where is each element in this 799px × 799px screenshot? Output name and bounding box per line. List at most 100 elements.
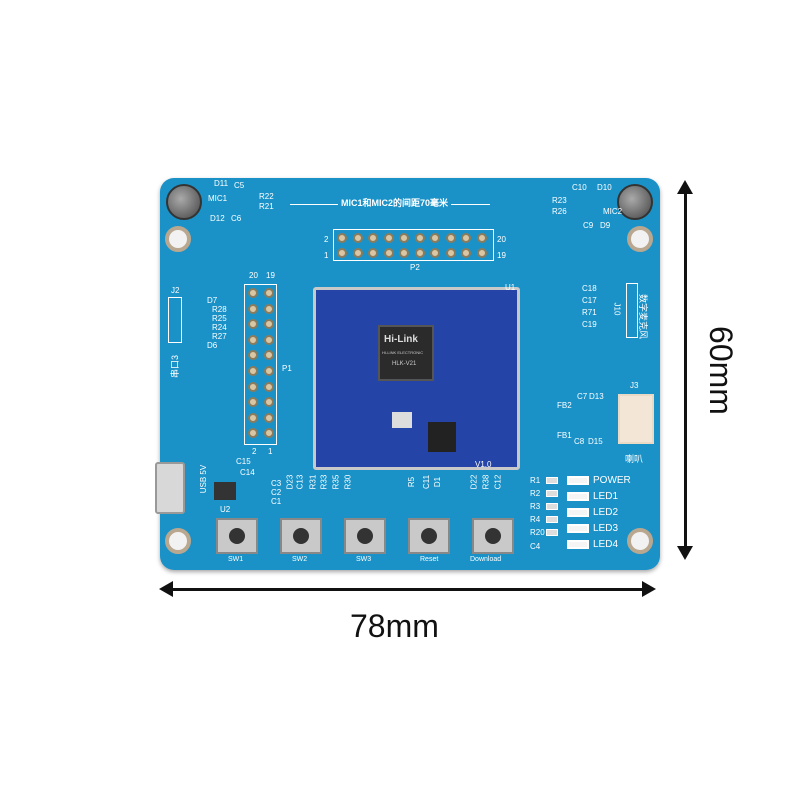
resistor — [546, 516, 558, 523]
silk-label: C3 — [271, 479, 282, 488]
silk-label: J2 — [171, 286, 180, 295]
mic-spacing-label: MIC1和MIC2的间距70毫米 — [338, 199, 452, 208]
button-5-button[interactable] — [472, 518, 514, 554]
uart3-label: 串口3 — [170, 354, 181, 379]
silk-label: 1 — [268, 447, 273, 456]
silk-label: 19 — [266, 271, 275, 280]
silk-label: MIC2 — [603, 207, 623, 216]
button-1-button[interactable] — [216, 518, 258, 554]
silk-label: 2 — [252, 447, 257, 456]
button-label: SW2 — [292, 556, 308, 563]
silk-label: R1 — [530, 476, 541, 485]
module-ic — [428, 422, 456, 452]
header-pin — [248, 412, 258, 423]
header-pin — [414, 233, 425, 243]
header-pin — [461, 233, 471, 243]
silk-label: R35 — [331, 474, 341, 490]
header-pin — [248, 303, 258, 314]
silk-label: D13 — [589, 392, 604, 401]
header-pin — [248, 428, 258, 439]
silk-label: D15 — [588, 437, 603, 446]
silk-label: R27 — [212, 332, 227, 341]
silk-label: R30 — [343, 474, 353, 490]
silk-label: C12 — [493, 474, 503, 490]
led-indicator — [567, 524, 589, 533]
silk-label: R2 — [530, 489, 541, 498]
mounting-hole — [165, 226, 191, 252]
header-pin — [337, 233, 347, 243]
silk-label: C11 — [422, 474, 432, 490]
header-pin — [264, 303, 274, 314]
silk-label: R31 — [308, 474, 318, 490]
header-pin — [445, 248, 456, 258]
silk-label: R3 — [530, 502, 541, 511]
header-pin — [264, 366, 274, 376]
chip-sub: HI-LINK ELECTRONIC — [382, 350, 424, 355]
header-pin — [383, 248, 394, 258]
silk-label: FB2 — [557, 401, 572, 410]
silk-label: R26 — [552, 207, 567, 216]
header-pin — [368, 233, 378, 243]
silk-label: C15 — [236, 457, 251, 466]
silk-label: D23 — [285, 474, 295, 490]
led-indicator — [567, 508, 589, 517]
width-dimension-line — [165, 588, 650, 591]
header-pin — [264, 288, 274, 298]
button-label: Reset — [420, 556, 439, 563]
header-pin — [248, 366, 258, 376]
silk-label: R38 — [481, 474, 491, 490]
led-label: LED4 — [593, 539, 619, 550]
p2-header — [333, 229, 494, 261]
header-pin — [383, 233, 394, 243]
led-label: LED1 — [593, 491, 619, 502]
silk-label: J10 — [612, 302, 622, 316]
header-pin — [337, 248, 347, 258]
silk-label: C19 — [582, 320, 597, 329]
digital-mic-label: 数字麦克风 — [638, 293, 649, 340]
silk-label: R25 — [212, 314, 227, 323]
button-3-button[interactable] — [344, 518, 386, 554]
header-pin — [461, 248, 471, 258]
silk-label: R71 — [582, 308, 597, 317]
silk-label: C13 — [295, 474, 305, 490]
mic1-microphone — [166, 184, 202, 220]
width-dimension-label: 78mm — [350, 608, 439, 644]
button-4-button[interactable] — [408, 518, 450, 554]
header-pin — [430, 233, 440, 243]
resistor — [546, 490, 558, 497]
silk-label: C14 — [240, 468, 255, 477]
button-2-button[interactable] — [280, 518, 322, 554]
header-pin — [248, 334, 258, 345]
p2-label: P2 — [410, 263, 420, 272]
header-pin — [264, 319, 274, 330]
mounting-hole — [165, 528, 191, 554]
silk-label: C17 — [582, 296, 597, 305]
silk-label: R4 — [530, 515, 541, 524]
arrow-down-icon — [677, 546, 693, 560]
silk-label: J3 — [630, 381, 639, 390]
height-dimension-line — [684, 185, 687, 555]
header-pin — [248, 397, 258, 408]
led-indicator — [567, 476, 589, 485]
u1-label: U1 — [505, 283, 516, 292]
silk-label: USB 5V — [199, 464, 209, 494]
silk-label: C6 — [231, 214, 242, 223]
header-pin — [430, 248, 440, 258]
silk-label: 1 — [324, 251, 329, 260]
silk-label: R33 — [319, 474, 329, 490]
silk-label: C8 — [574, 437, 585, 446]
header-pin — [445, 233, 456, 243]
led-label: LED3 — [593, 523, 619, 534]
header-pin — [414, 248, 425, 258]
header-pin — [264, 428, 274, 439]
mic2-microphone — [617, 184, 653, 220]
silk-label: D12 — [210, 214, 225, 223]
module-version: V1.0 — [475, 460, 492, 469]
silk-label: R23 — [552, 196, 567, 205]
led-label: POWER — [593, 475, 631, 486]
silk-label: U2 — [220, 505, 231, 514]
u2-chip — [214, 482, 236, 500]
header-pin — [399, 248, 409, 258]
header-pin — [264, 350, 274, 361]
micro-usb-port — [155, 462, 185, 514]
